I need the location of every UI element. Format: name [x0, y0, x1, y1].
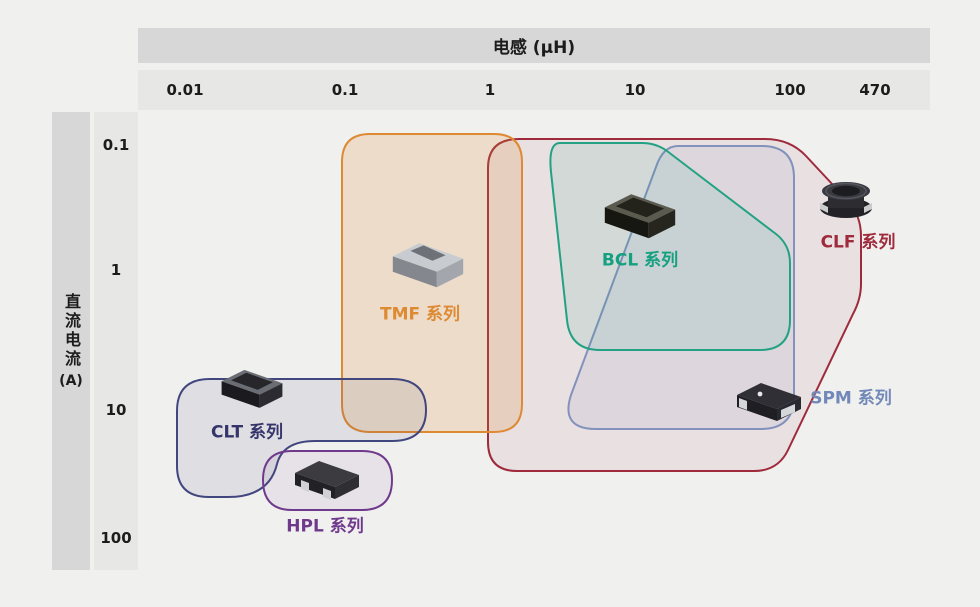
clt-product-image [221, 369, 283, 408]
x-axis-title: 电感 (μH) [492, 38, 576, 58]
x-tick-1: 1 [484, 81, 496, 99]
y-axis-tick-column: 0.1 1 10 100 [94, 112, 138, 570]
spm-series-label: SPM 系列 [810, 388, 892, 409]
hpl-series-label: HPL 系列 [286, 516, 364, 537]
hpl-product-image [295, 461, 359, 500]
clt-series-label: CLT 系列 [210, 422, 284, 443]
y-axis-unit: (A) [59, 373, 83, 389]
x-tick-0p1: 0.1 [331, 81, 359, 99]
bcl-product-image [604, 194, 676, 239]
x-tick-0p01: 0.01 [166, 81, 204, 99]
y-tick-0p1: 0.1 [102, 136, 130, 154]
y-tick-100: 100 [100, 529, 132, 547]
x-tick-100: 100 [774, 81, 806, 99]
clf-series-label: CLF 系列 [820, 232, 896, 253]
bcl-series-label: BCL 系列 [601, 250, 679, 271]
spm-product-image [737, 383, 801, 421]
tmf-product-image [392, 243, 464, 288]
clf-product-image [820, 182, 872, 218]
x-axis-title-bar: 电感 (μH) [138, 28, 930, 63]
y-tick-1: 1 [110, 261, 122, 279]
tmf-series-label: TMF 系列 [379, 304, 461, 325]
y-axis-title: 直流电流 [62, 293, 81, 369]
y-tick-10: 10 [105, 401, 127, 419]
x-tick-10: 10 [624, 81, 646, 99]
y-axis-title-bar: 直流电流 (A) [52, 112, 90, 570]
x-tick-470: 470 [859, 81, 891, 99]
bcl-region [549, 142, 791, 351]
spm-region [567, 145, 795, 430]
clt-region [176, 378, 428, 498]
x-axis-tick-row: 0.01 0.1 1 10 100 470 [138, 70, 930, 110]
